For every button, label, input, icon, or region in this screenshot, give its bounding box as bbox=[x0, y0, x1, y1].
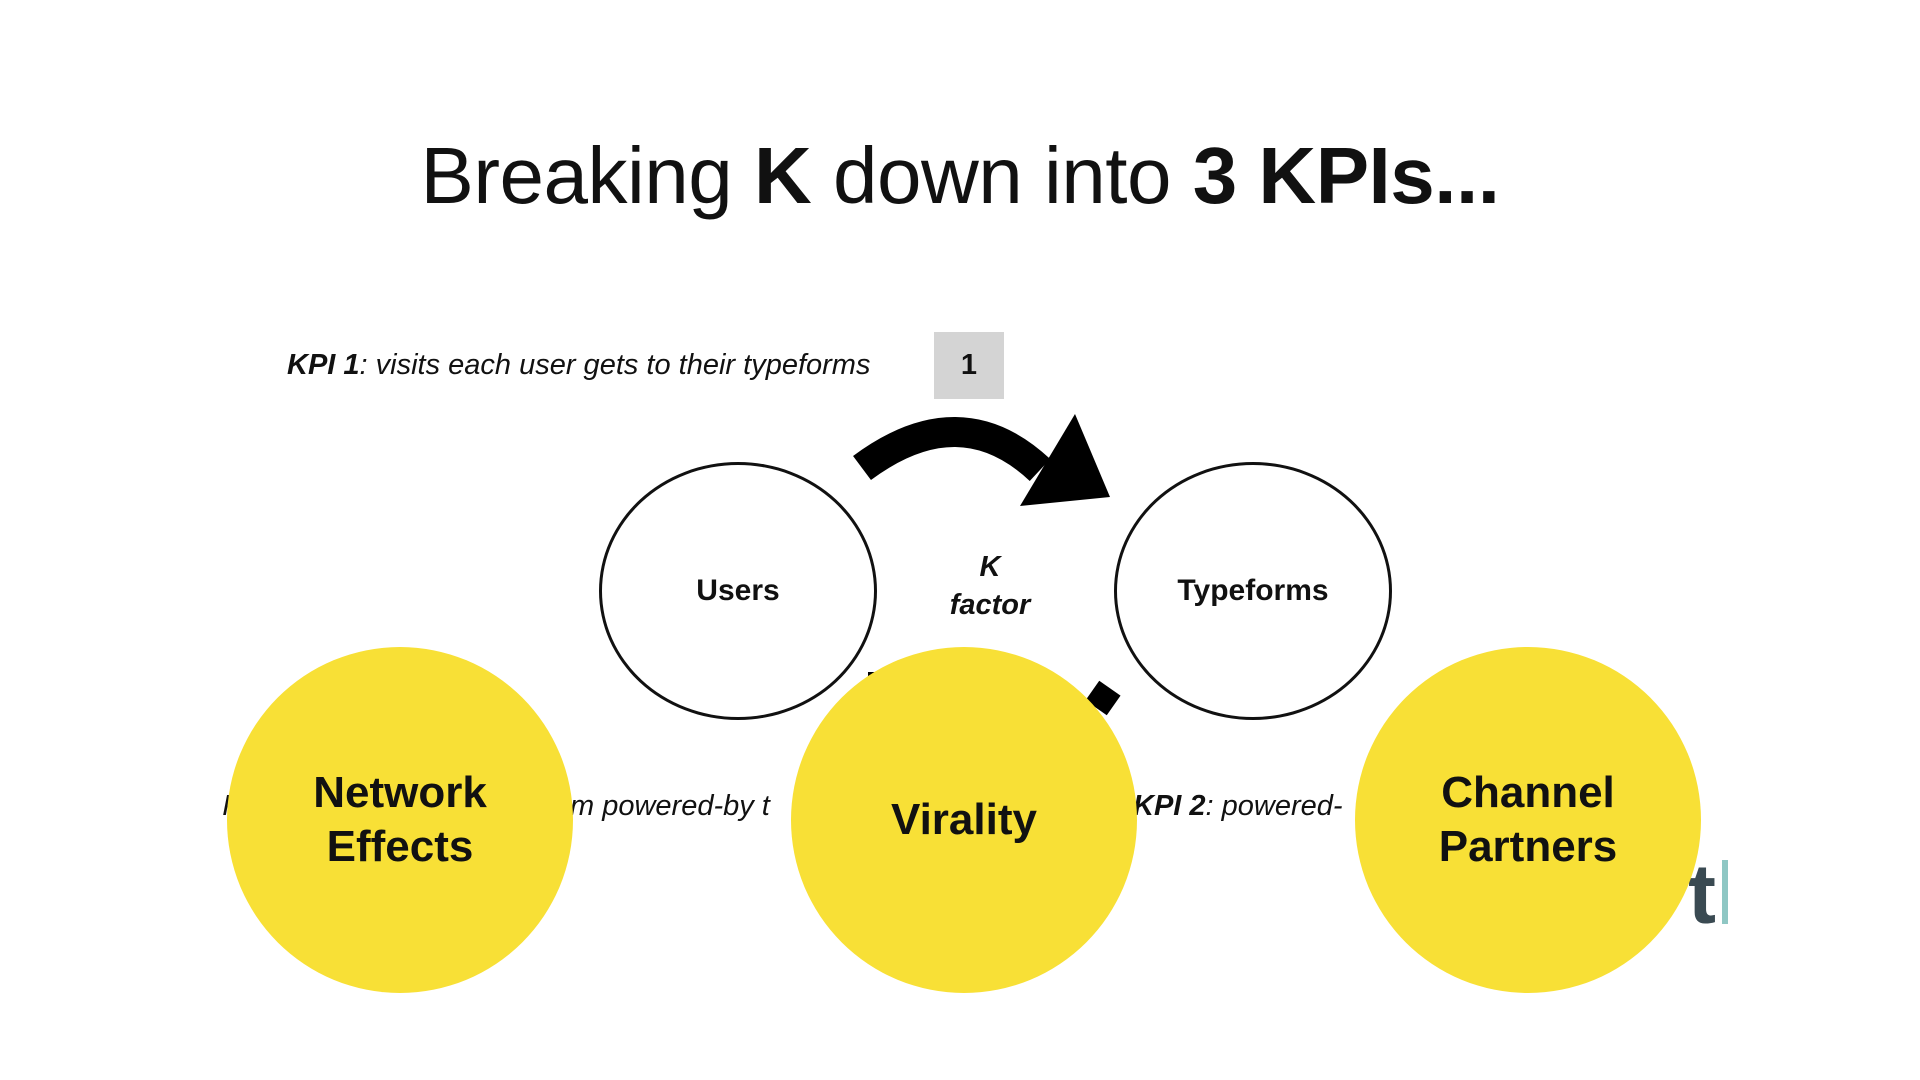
kpi3-leading-fragment: I bbox=[222, 790, 231, 822]
title-k: K bbox=[754, 131, 812, 220]
typeforms-label: Typeforms bbox=[1177, 574, 1329, 607]
kpi2-description: : powered- bbox=[1205, 790, 1343, 822]
k-factor-label: K factor bbox=[920, 548, 1060, 624]
kpi3-text-fragment: m powered-by t bbox=[570, 790, 770, 822]
pillar-network-effects-line2: Effects bbox=[326, 822, 474, 871]
kpi1-badge: 1 bbox=[934, 332, 1004, 399]
title-bold-end: 3 KPIs... bbox=[1192, 131, 1500, 220]
typeforms-node: Typeforms bbox=[1114, 462, 1392, 720]
kpi1-text: KPI 1: visits each user gets to their ty… bbox=[287, 347, 870, 383]
pillar-virality: Virality bbox=[791, 647, 1137, 993]
pillar-virality-line1: Virality bbox=[891, 795, 1037, 844]
top-arrow-head bbox=[1020, 414, 1110, 506]
kpi1-description: : visits each user gets to their typefor… bbox=[359, 349, 871, 381]
k-factor-line1: K bbox=[979, 551, 1001, 583]
title-pre: Breaking bbox=[420, 131, 754, 220]
kpi2-label: KPI 2 bbox=[1133, 790, 1206, 822]
title-mid: down into bbox=[811, 131, 1193, 220]
pillar-channel-partners: Channel Partners bbox=[1355, 647, 1701, 993]
kpi1-label: KPI 1 bbox=[287, 349, 360, 381]
top-arrow-shaft bbox=[853, 417, 1051, 482]
users-node: Users bbox=[599, 462, 877, 720]
pillar-channel-partners-line2: Partners bbox=[1438, 822, 1618, 871]
users-label: Users bbox=[696, 574, 780, 607]
pillar-network-effects: Network Effects bbox=[227, 647, 573, 993]
k-factor-line2: factor bbox=[949, 589, 1031, 621]
kpi2-text: KPI 2: powered- bbox=[1133, 788, 1343, 824]
bottom-arrow-fragment bbox=[1085, 680, 1121, 716]
logo-bar bbox=[1722, 860, 1728, 924]
slide-title: Breaking K down into 3 KPIs... bbox=[0, 128, 1920, 224]
pillar-network-effects-line1: Network bbox=[313, 768, 487, 817]
pillar-channel-partners-line1: Channel bbox=[1441, 768, 1615, 817]
